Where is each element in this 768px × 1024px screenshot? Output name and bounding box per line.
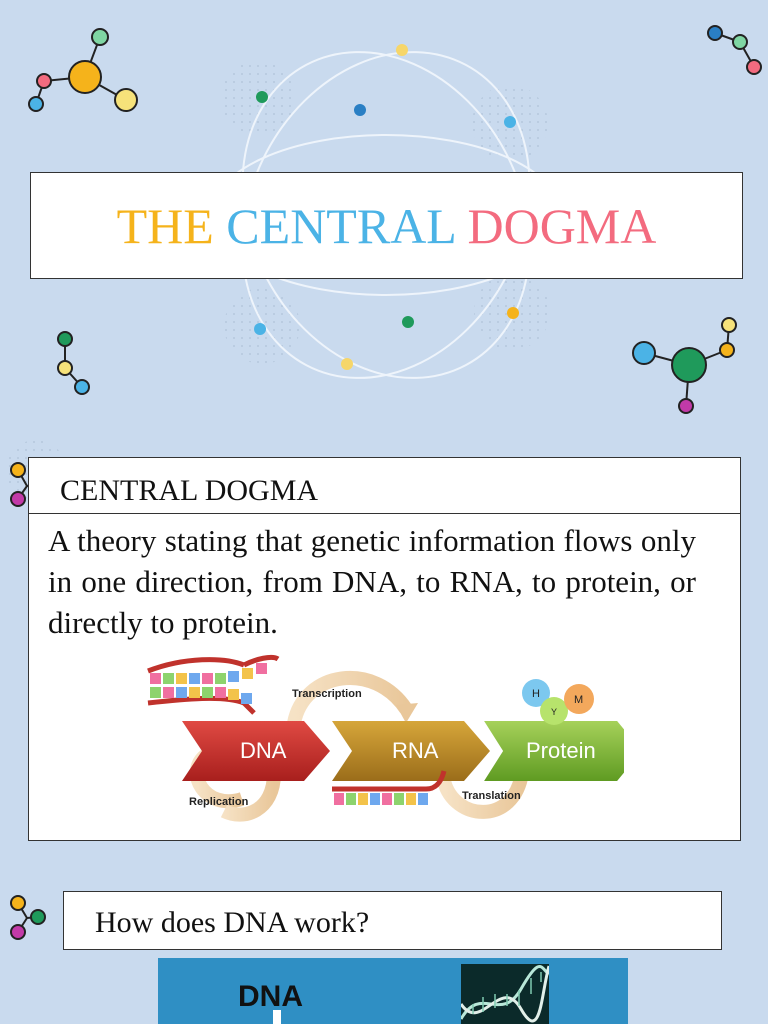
dna-video-panel: DNA <box>158 958 628 1024</box>
title-box: THE CENTRAL DOGMA <box>30 172 743 279</box>
central-dogma-diagram: Transcription Replication Translation DN… <box>147 654 624 822</box>
transcription-label: Transcription <box>292 688 362 700</box>
page-title: THE CENTRAL DOGMA <box>117 197 657 255</box>
molecule-icon <box>57 331 90 395</box>
amino-label-m: M <box>574 694 583 706</box>
dna-panel-label: DNA <box>238 980 303 1013</box>
replication-label: Replication <box>189 796 249 808</box>
molecule-icon <box>10 895 46 940</box>
title-word-dogma: DOGMA <box>467 197 657 254</box>
molecule-icon <box>632 317 737 414</box>
question-box: How does DNA work? <box>63 891 722 950</box>
rna-stage-label: RNA <box>392 738 439 763</box>
amino-bubble-m <box>564 684 594 714</box>
definition-text: A theory stating that genetic informatio… <box>48 523 696 640</box>
dna-helix-thumbnail <box>459 964 551 1024</box>
cursor-marker <box>273 1010 281 1024</box>
molecule-icon <box>28 28 138 112</box>
protein-stage-label: Protein <box>526 738 596 763</box>
definition-header: CENTRAL DOGMA <box>29 458 740 514</box>
amino-label-y: Y <box>551 707 557 717</box>
transcription-arc <box>287 670 412 725</box>
rna-strand-icon <box>332 770 447 805</box>
definition-box: CENTRAL DOGMA A theory stating that gene… <box>28 457 741 841</box>
amino-bubble-y <box>540 697 568 725</box>
title-word-central: CENTRAL <box>226 197 455 254</box>
dna-ladder-icon <box>147 654 280 715</box>
amino-label-h: H <box>532 688 540 700</box>
rna-arrow <box>332 721 490 781</box>
question-text: How does DNA work? <box>95 906 370 939</box>
protein-arrow <box>484 721 624 781</box>
definition-heading: CENTRAL DOGMA <box>60 474 319 507</box>
dna-stage-label: DNA <box>240 738 287 763</box>
title-word-the: THE <box>116 197 214 254</box>
translation-label: Translation <box>462 790 521 802</box>
amino-bubble-h <box>522 679 550 707</box>
dna-arrow <box>182 721 330 781</box>
molecule-icon <box>707 25 762 75</box>
dna-helix-icon <box>459 965 551 1023</box>
translation-arc <box>437 771 529 819</box>
